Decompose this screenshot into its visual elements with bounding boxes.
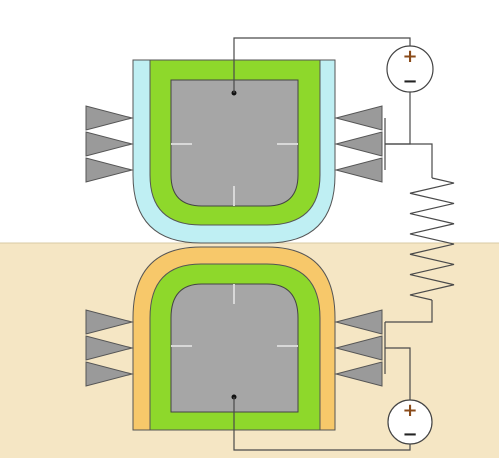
triangle-marker bbox=[334, 105, 383, 131]
bottom-right-triangles bbox=[334, 309, 383, 387]
wiring bbox=[233, 37, 433, 451]
top-wire-to-battery-plus bbox=[233, 37, 411, 93]
triangle-marker bbox=[85, 105, 134, 131]
bottom-battery-minus: − bbox=[402, 424, 417, 445]
triangle-marker bbox=[334, 361, 383, 387]
triangle-marker bbox=[85, 157, 134, 183]
bottom-left-triangles bbox=[85, 309, 134, 387]
spring-resistor bbox=[409, 177, 455, 301]
triangle-marker bbox=[85, 131, 134, 157]
top-battery-circle bbox=[386, 45, 434, 93]
bottom-wire-to-battery-plus bbox=[385, 347, 411, 400]
top-battery: + − bbox=[386, 45, 434, 93]
bottom-battery-circle bbox=[387, 399, 433, 445]
top-battery-plus: + bbox=[402, 46, 417, 67]
triangle-marker bbox=[334, 157, 383, 183]
top-core bbox=[170, 79, 299, 207]
top-electrode bbox=[132, 59, 336, 244]
triangle-marker bbox=[334, 335, 383, 361]
top-battery-minus: − bbox=[402, 71, 417, 92]
bottom-wire-from-battery-minus bbox=[233, 397, 411, 451]
triangle-marker bbox=[85, 335, 134, 361]
triangle-marker bbox=[334, 131, 383, 157]
spring-top-wire bbox=[385, 143, 433, 178]
bottom-electrode bbox=[132, 246, 336, 431]
spring-bottom-wire bbox=[385, 300, 433, 323]
triangle-marker bbox=[85, 309, 134, 335]
bottom-battery-plus: + bbox=[402, 400, 417, 421]
bottom-core bbox=[170, 283, 299, 413]
triangle-marker bbox=[334, 309, 383, 335]
bottom-battery: + − bbox=[387, 399, 433, 445]
top-right-triangles bbox=[334, 105, 383, 183]
top-left-triangles bbox=[85, 105, 134, 183]
triangle-marker bbox=[85, 361, 134, 387]
